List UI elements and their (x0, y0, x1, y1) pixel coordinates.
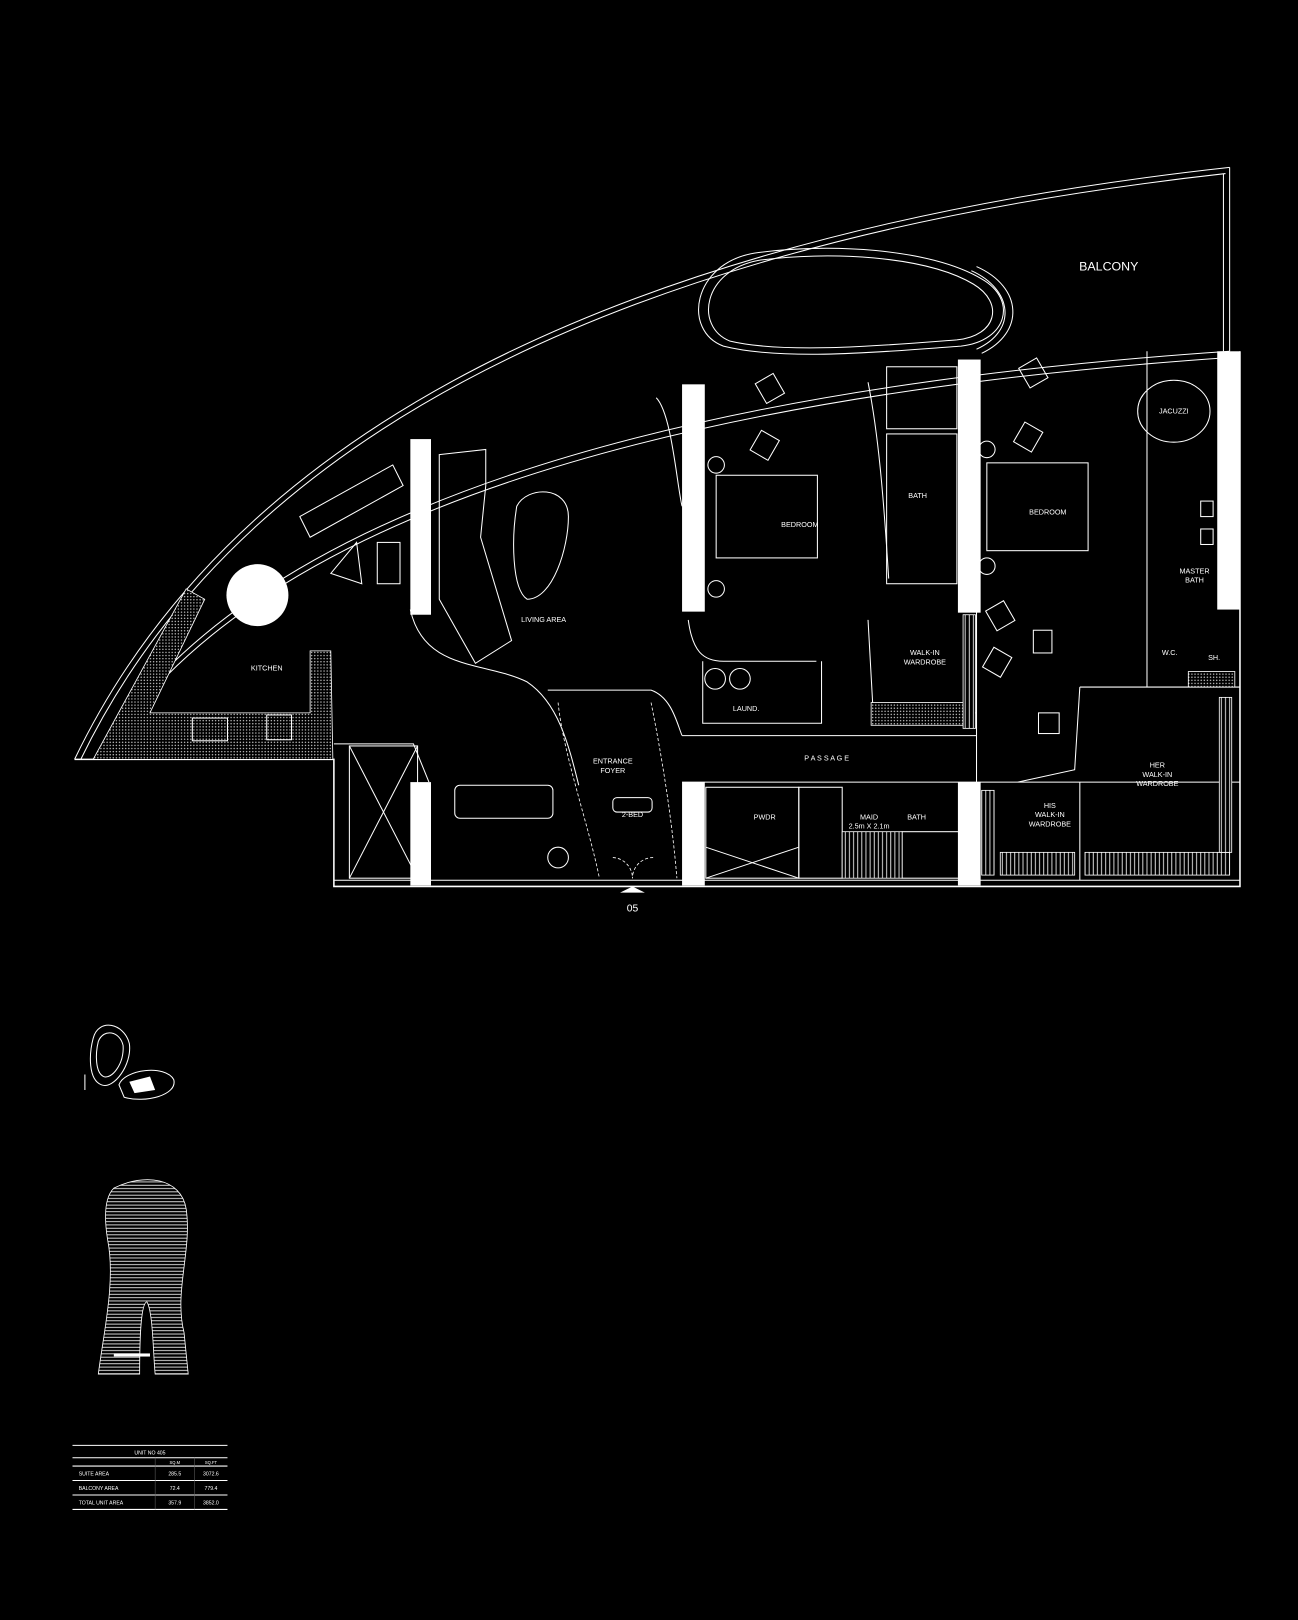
label-bedroom-1: BEDROOM (781, 520, 818, 529)
label-bedroom-2: BEDROOM (1029, 508, 1066, 517)
label-passage: P A S S A G E (804, 753, 849, 762)
row-total-label: TOTAL UNIT AREA (79, 1500, 124, 1506)
label-his-3: WARDROBE (1029, 820, 1071, 829)
row-total-sqft: 3852.0 (203, 1500, 219, 1506)
label-balcony: BALCONY (1079, 260, 1138, 274)
area-table: UNIT NO 405 SQ.M SQ.FT SUITE AREA 285.5 … (72, 1444, 228, 1510)
row-balcony-sqm: 72.4 (170, 1486, 180, 1492)
row-suite-label: SUITE AREA (79, 1471, 110, 1477)
round-table (226, 564, 289, 627)
label-maid-1: MAID (860, 812, 878, 821)
label-master-bath-1: MASTER (1179, 566, 1209, 575)
label-bath-1: BATH (908, 491, 927, 500)
pool (698, 247, 1014, 355)
label-master-bath-2: BATH (1185, 576, 1204, 585)
header-sqft: SQ.FT (205, 1460, 218, 1465)
row-suite-sqm: 285.5 (168, 1471, 181, 1477)
tower-elevation (97, 1179, 189, 1375)
label-her-3: WARDROBE (1136, 779, 1178, 788)
label-his-2: WALK-IN (1035, 810, 1065, 819)
label-jacuzzi: JACUZZI (1159, 406, 1189, 415)
key-plan (84, 1024, 175, 1100)
label-her-1: HER (1150, 761, 1165, 770)
furniture (226, 357, 1214, 869)
row-total-sqm: 357.9 (168, 1500, 181, 1506)
label-kitchen: KITCHEN (251, 664, 283, 673)
header-sqm: SQ.M (170, 1460, 181, 1465)
entrance-arrow-icon (620, 886, 645, 893)
kitchen-counters (92, 588, 1236, 879)
entrance-doors (612, 797, 654, 879)
label-foyer-1: ENTRANCE (593, 757, 633, 766)
label-shower: SH. (1208, 653, 1220, 662)
label-living-area: LIVING AREA (521, 615, 566, 624)
label-unit-type: 2-BED (622, 810, 643, 819)
table-title: UNIT NO 405 (134, 1451, 165, 1457)
label-foyer-2: FOYER (600, 766, 625, 775)
label-laundry: LAUND. (733, 704, 759, 713)
structural-columns (410, 351, 1240, 886)
row-balcony-label: BALCONY AREA (79, 1486, 119, 1492)
label-walkin-1: WALK-IN (910, 648, 940, 657)
label-walkin-2: WARDROBE (904, 657, 946, 666)
entrance-marker: 05 (627, 903, 639, 914)
row-suite-sqft: 3072.6 (203, 1471, 219, 1477)
label-his-1: HIS (1044, 801, 1056, 810)
room-labels: BALCONY KITCHEN LIVING AREA BEDROOM BATH… (251, 260, 1220, 915)
label-her-2: WALK-IN (1142, 770, 1172, 779)
label-maid-2: 2.5m X 2.1m (849, 822, 890, 831)
label-bath-2: BATH (907, 812, 926, 821)
label-powder: PWDR (754, 812, 776, 821)
label-wc: W.C. (1162, 648, 1178, 657)
row-balcony-sqft: 779.4 (204, 1486, 217, 1492)
